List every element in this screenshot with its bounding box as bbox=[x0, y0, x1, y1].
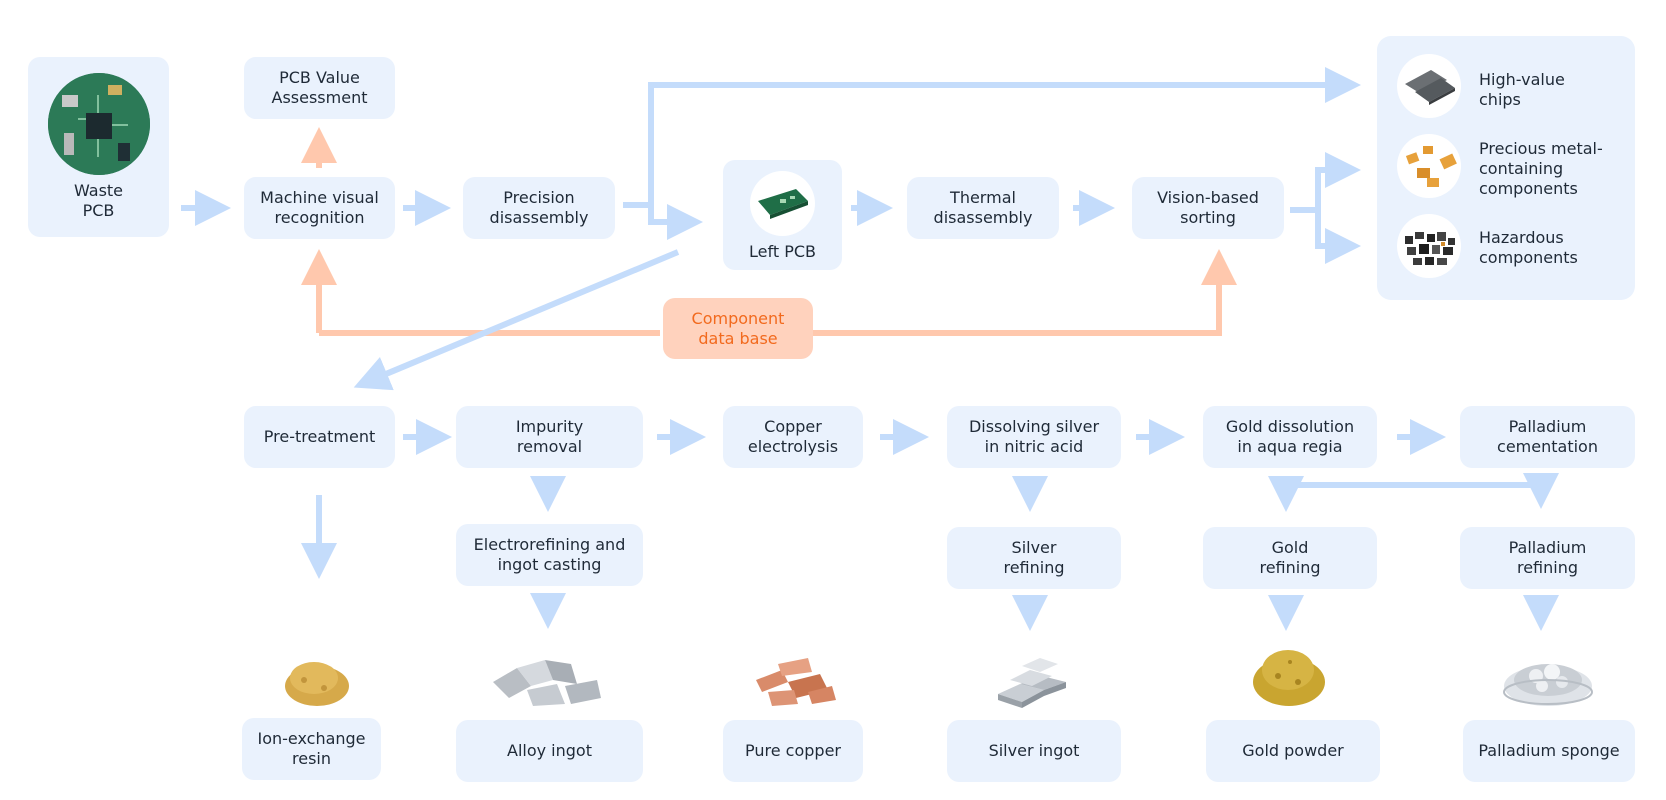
top-flow-arrows bbox=[181, 67, 1361, 391]
electrorefining-box: Electrorefining and ingot casting bbox=[456, 524, 643, 586]
machine-visual-recognition-box: Machine visual recognition bbox=[244, 177, 395, 239]
pure-copper-box: Pure copper bbox=[723, 720, 863, 782]
left-pcb-box: Left PCB bbox=[723, 160, 842, 270]
alloy-ingot-image bbox=[493, 660, 601, 706]
palladium-sponge-box: Palladium sponge bbox=[1463, 720, 1635, 782]
ion-exchange-resin-label: Ion-exchange resin bbox=[257, 729, 366, 768]
gold-refining-label: Gold refining bbox=[1259, 538, 1321, 577]
gold-dissolution-box: Gold dissolution in aqua regia bbox=[1203, 406, 1377, 468]
gold-refining-box: Gold refining bbox=[1203, 527, 1377, 589]
gold-powder-box: Gold powder bbox=[1206, 720, 1380, 782]
palladium-cementation-box: Palladium cementation bbox=[1460, 406, 1635, 468]
components-icon bbox=[1397, 214, 1461, 278]
silver-ingot-label: Silver ingot bbox=[988, 741, 1080, 760]
component-database-label: Component data base bbox=[691, 308, 785, 348]
silver-refining-label: Silver refining bbox=[1003, 538, 1065, 577]
palladium-sponge-image bbox=[1503, 664, 1593, 706]
silver-ingot-box: Silver ingot bbox=[947, 720, 1121, 782]
thermal-disassembly-box: Thermal disassembly bbox=[907, 177, 1059, 239]
left-pcb-icon bbox=[750, 171, 815, 236]
pretreatment-box: Pre-treatment bbox=[244, 406, 395, 468]
copper-electrolysis-box: Copper electrolysis bbox=[723, 406, 863, 468]
silver-ingot-image bbox=[998, 658, 1066, 708]
silver-refining-box: Silver refining bbox=[947, 527, 1121, 589]
palladium-cementation-label: Palladium cementation bbox=[1497, 417, 1598, 456]
hazardous-components-label: Hazardous components bbox=[1479, 228, 1578, 267]
copper-electrolysis-label: Copper electrolysis bbox=[747, 417, 839, 456]
vision-based-sorting-box: Vision-based sorting bbox=[1132, 177, 1284, 239]
pretreatment-label: Pre-treatment bbox=[263, 427, 376, 446]
alloy-ingot-box: Alloy ingot bbox=[456, 720, 643, 782]
precious-metal-components-label: Precious metal- containing components bbox=[1479, 139, 1603, 198]
thermal-disassembly-label: Thermal disassembly bbox=[933, 188, 1033, 227]
palladium-refining-label: Palladium refining bbox=[1508, 538, 1587, 577]
waste-pcb-label: Waste PCB bbox=[73, 181, 124, 220]
impurity-removal-label: Impurity removal bbox=[515, 417, 584, 456]
pure-copper-label: Pure copper bbox=[745, 741, 841, 760]
palladium-refining-box: Palladium refining bbox=[1460, 527, 1635, 589]
left-pcb-label: Left PCB bbox=[749, 242, 816, 261]
dissolving-silver-box: Dissolving silver in nitric acid bbox=[947, 406, 1121, 468]
bottom-flow-arrows bbox=[301, 419, 1559, 631]
waste-pcb-box: Waste PCB bbox=[28, 57, 169, 237]
high-value-chips-label: High-value chips bbox=[1479, 70, 1565, 109]
alloy-ingot-label: Alloy ingot bbox=[507, 741, 592, 760]
gold-dissolution-label: Gold dissolution in aqua regia bbox=[1225, 417, 1355, 456]
sorted-components-panel: High-value chips Precious metal- contain… bbox=[1377, 36, 1635, 300]
chip-icon bbox=[1397, 54, 1461, 118]
impurity-removal-box: Impurity removal bbox=[456, 406, 643, 468]
machine-visual-recognition-label: Machine visual recognition bbox=[260, 188, 379, 227]
dissolving-silver-label: Dissolving silver in nitric acid bbox=[968, 417, 1100, 456]
gold-powder-label: Gold powder bbox=[1242, 741, 1344, 760]
ion-exchange-resin-image bbox=[285, 662, 349, 706]
precision-disassembly-box: Precision disassembly bbox=[463, 177, 615, 239]
capacitor-icon bbox=[1397, 134, 1461, 198]
precision-disassembly-label: Precision disassembly bbox=[489, 188, 589, 227]
pcb-value-assessment-box: PCB Value Assessment bbox=[244, 57, 395, 119]
pcb-board-icon bbox=[48, 73, 150, 175]
vision-based-sorting-label: Vision-based sorting bbox=[1157, 188, 1259, 227]
electrorefining-label: Electrorefining and ingot casting bbox=[473, 535, 626, 574]
pcb-value-assessment-label: PCB Value Assessment bbox=[271, 68, 368, 107]
palladium-sponge-label: Palladium sponge bbox=[1478, 741, 1620, 760]
gold-powder-image bbox=[1253, 650, 1325, 706]
pure-copper-image bbox=[756, 658, 836, 706]
ion-exchange-resin-box: Ion-exchange resin bbox=[242, 718, 381, 780]
component-database-box: Component data base bbox=[663, 298, 813, 359]
